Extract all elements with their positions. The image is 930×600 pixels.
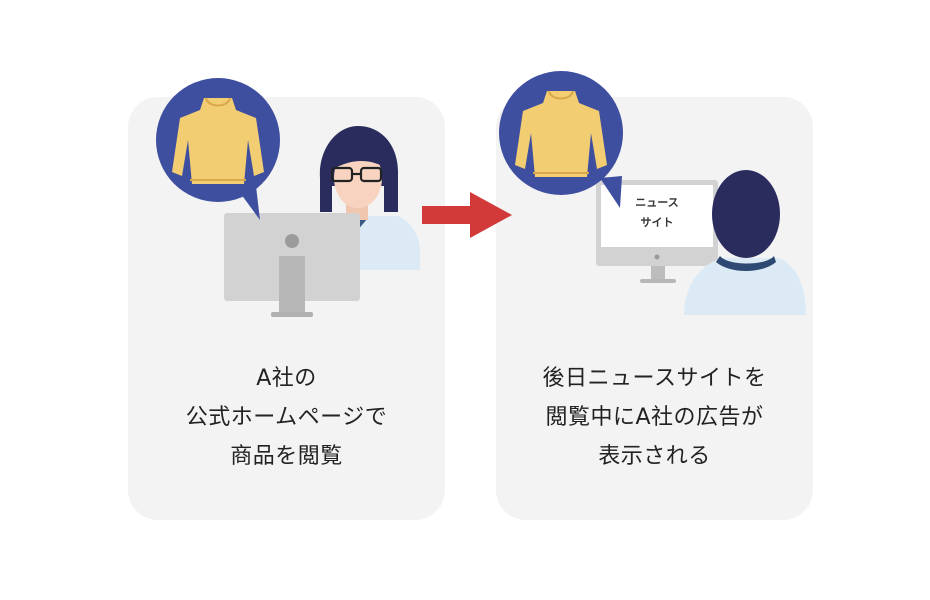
step1-card: A社の 公式ホームページで 商品を閲覧 <box>128 97 445 520</box>
step2-card: 後日ニュースサイトを 閲覧中にA社の広告が 表示される <box>496 97 813 520</box>
step1-caption-line: 公式ホームページで <box>128 398 445 437</box>
step2-caption-line: 表示される <box>496 437 813 476</box>
step1-caption-line: A社の <box>128 359 445 398</box>
step1-caption: A社の 公式ホームページで 商品を閲覧 <box>128 359 445 476</box>
step2-caption-line: 閲覧中にA社の広告が <box>496 398 813 437</box>
step1-caption-line: 商品を閲覧 <box>128 437 445 476</box>
step2-caption: 後日ニュースサイトを 閲覧中にA社の広告が 表示される <box>496 359 813 476</box>
step2-caption-line: 後日ニュースサイトを <box>496 359 813 398</box>
